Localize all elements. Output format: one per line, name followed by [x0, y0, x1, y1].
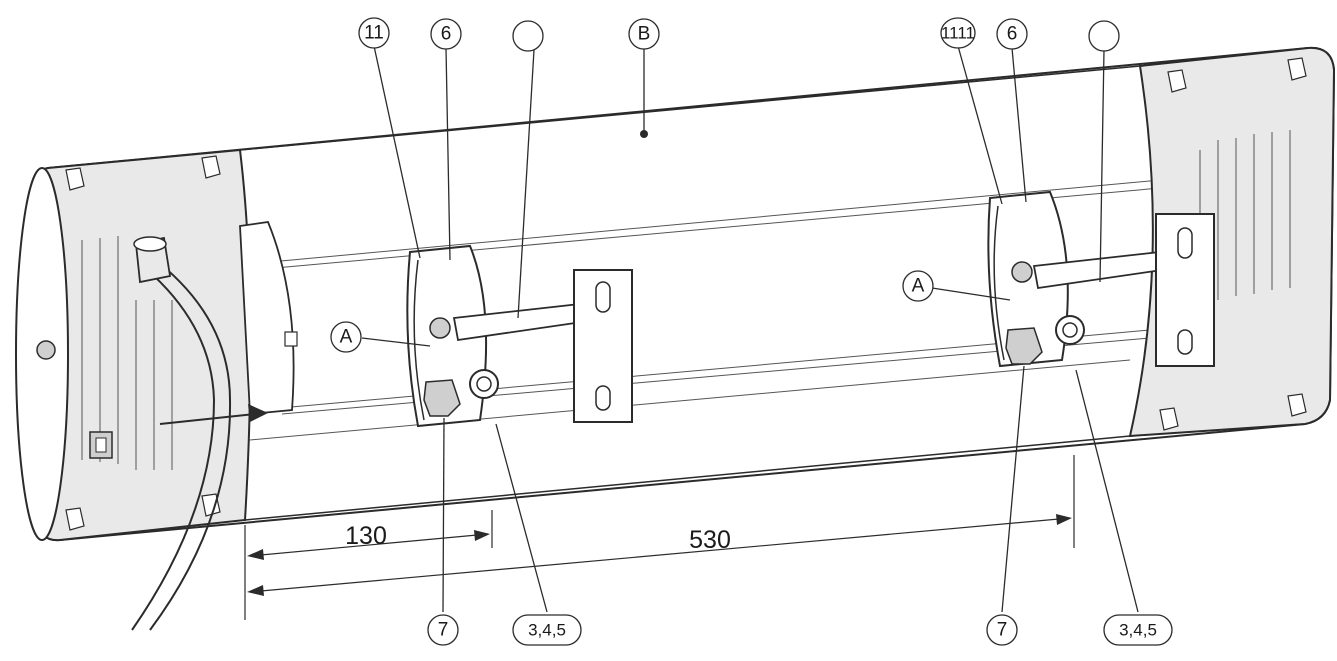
callout-a-right: A [902, 270, 934, 302]
callout-blank-left [512, 20, 544, 52]
left-inner-plate [239, 221, 298, 415]
dimension-530: 530 [689, 526, 731, 554]
end-cap-screw-icon [36, 340, 56, 360]
callout-label: B [638, 24, 651, 45]
dimension-lines [244, 455, 1075, 620]
callout-345-left: 3,4,5 [512, 614, 582, 646]
callout-label: 7 [997, 620, 1008, 641]
callout-label: A [912, 276, 925, 297]
dimension-130: 130 [345, 522, 387, 550]
callout-blank-right [1088, 20, 1120, 52]
callout-label: 3,4,5 [1119, 621, 1157, 640]
callout-label: 1111 [941, 24, 975, 43]
right-bracket-assembly [987, 190, 1215, 368]
callout-6-left: 6 [430, 18, 462, 50]
power-cable [131, 236, 232, 631]
callout-7-right: 7 [986, 614, 1018, 646]
knob-icon [423, 379, 461, 417]
callout-label: 6 [441, 24, 452, 45]
callout-345-right: 3,4,5 [1103, 614, 1173, 646]
left-bracket-assembly [406, 244, 633, 428]
bracket-bolt-icon [429, 317, 451, 339]
callout-11-right: 1111 [940, 17, 976, 49]
knob-icon [1005, 327, 1043, 365]
leader-lines [361, 45, 1139, 613]
direction-arrow [159, 404, 268, 425]
callout-label: A [340, 327, 353, 348]
bracket-bolt-icon [1011, 261, 1033, 283]
callout-label: 7 [438, 620, 449, 641]
callout-11-left: 11 [358, 17, 390, 49]
callout-a-left: A [330, 321, 362, 353]
callout-b: B [628, 18, 660, 50]
callout-label: 11 [364, 23, 384, 44]
callout-label: 3,4,5 [528, 621, 566, 640]
left-end-cap [15, 148, 252, 542]
callout-label: 6 [1007, 24, 1018, 45]
callout-7-left: 7 [427, 614, 459, 646]
callout-6-right: 6 [996, 18, 1028, 50]
